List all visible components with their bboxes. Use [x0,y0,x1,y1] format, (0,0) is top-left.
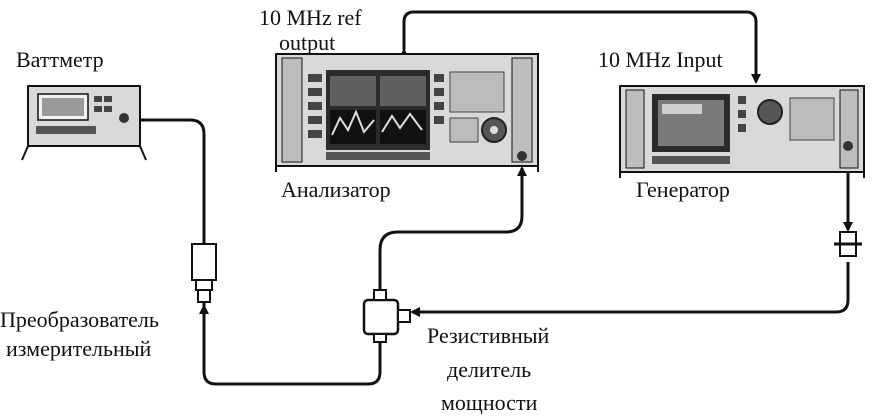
converter-label-line2: измерительный [6,336,152,361]
generator-to-divider-cable [410,262,850,317]
ref-10mhz-cable [399,10,761,84]
analyzer-device [275,53,539,172]
divider-label-line2: делитель [447,357,531,382]
divider-label-line3: мощности [441,390,538,415]
generator-device [619,85,865,178]
generator-label: Генератор [636,177,730,202]
analyzer-label: Анализатор [281,177,391,202]
divider-to-analyzer-cable [378,166,527,290]
converter-label-line1: Преобразователь [0,307,159,332]
divider-label-line1: Резистивный [427,323,550,348]
wattmeter-label: Ваттметр [16,47,104,72]
wattmeter-cable [136,118,206,244]
ref-output-label-line2: output [279,30,335,55]
ref-output-label-line1: 10 MHz ref [259,5,362,30]
cables [136,10,850,386]
generator-adapter [834,222,862,257]
power-divider [362,289,411,343]
wattmeter-device [21,85,147,161]
converter-sensor [191,243,217,303]
input-10mhz-label: 10 MHz Input [598,47,723,72]
converter-to-divider-cable [202,302,382,386]
